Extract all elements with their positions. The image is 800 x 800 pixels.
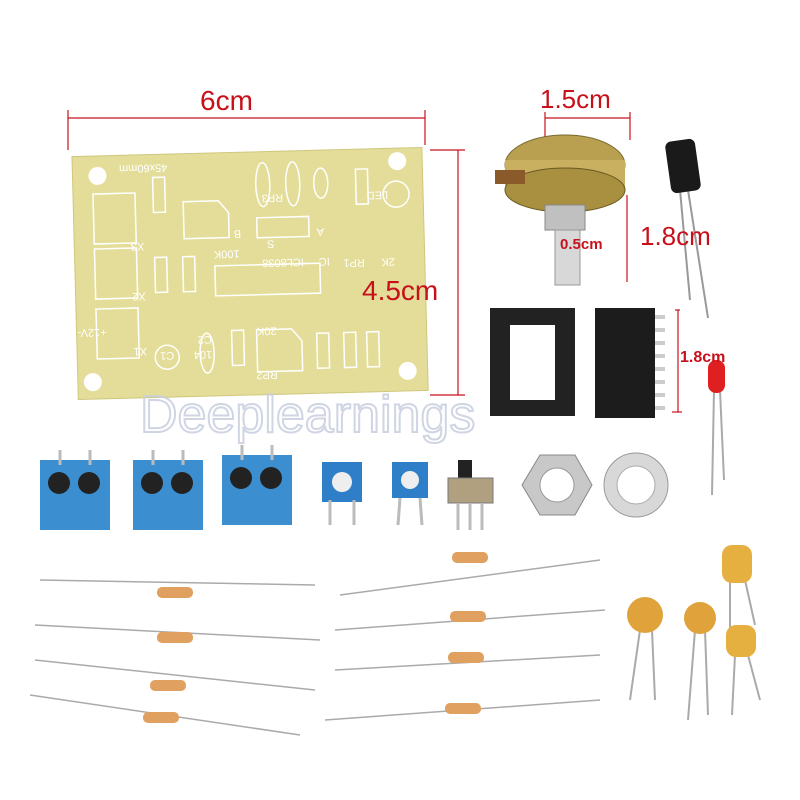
- ceramic-capacitors: [627, 545, 761, 721]
- hex-nut: [521, 454, 593, 516]
- pcb-label-b: B: [234, 227, 242, 239]
- board-height-label: 4.5cm: [362, 275, 438, 306]
- pcb-ic-label: ICL8038: [262, 256, 304, 269]
- pcb-label-s: S: [267, 237, 275, 249]
- pcb-label-c2: C2: [198, 333, 212, 345]
- pcb-board: ICL8038 IC 100K RP3 20K RP2 RP1 2K LED S…: [71, 146, 429, 401]
- pcb-label-rp2: RP2: [256, 368, 278, 381]
- pcb-label-led: LED: [366, 188, 388, 201]
- pcb-label-rp1: RP1: [343, 256, 365, 269]
- pcb-size-label: 45x60mm: [119, 161, 168, 174]
- pcb-label-104: 104: [194, 348, 213, 360]
- potentiometer: [495, 134, 626, 286]
- width-dimension: [67, 110, 682, 413]
- trimmer-potentiometers: [322, 462, 428, 526]
- pcb-label-20k: 20K: [256, 324, 277, 337]
- pcb-label-x3: X3: [131, 240, 145, 252]
- pcb-label-2k: 2K: [381, 255, 395, 267]
- led-height-label: 1.8cm: [680, 349, 725, 366]
- pcb-label-100k: 100K: [213, 247, 240, 260]
- pcb-label-x2: X2: [132, 290, 146, 302]
- pcb-label-rp3: RP3: [262, 191, 284, 204]
- slide-switch: [447, 460, 494, 530]
- capacitor-height-label: 1.8cm: [640, 221, 711, 251]
- red-led: [708, 360, 725, 496]
- pcb-label-a: A: [316, 225, 324, 237]
- board-width-label: 6cm: [200, 85, 253, 116]
- pcb-label-12v: +12V-: [77, 326, 107, 339]
- resistor-bodies: [143, 552, 488, 723]
- screw-terminals: [40, 445, 292, 530]
- washer: [603, 452, 669, 518]
- pcb-label-c1: C1: [160, 349, 174, 361]
- watermark: Deeplearnings: [140, 386, 475, 444]
- electrolytic-capacitor: [665, 138, 709, 319]
- ic-socket: [490, 308, 575, 416]
- pot-width-label: 1.5cm: [540, 84, 611, 114]
- ic-chip: [595, 308, 665, 418]
- pcb-ic-ref: IC: [319, 255, 330, 267]
- pcb-label-x1: X1: [133, 345, 147, 357]
- pot-shaft-label: 0.5cm: [560, 236, 603, 253]
- resistors: [29, 559, 606, 736]
